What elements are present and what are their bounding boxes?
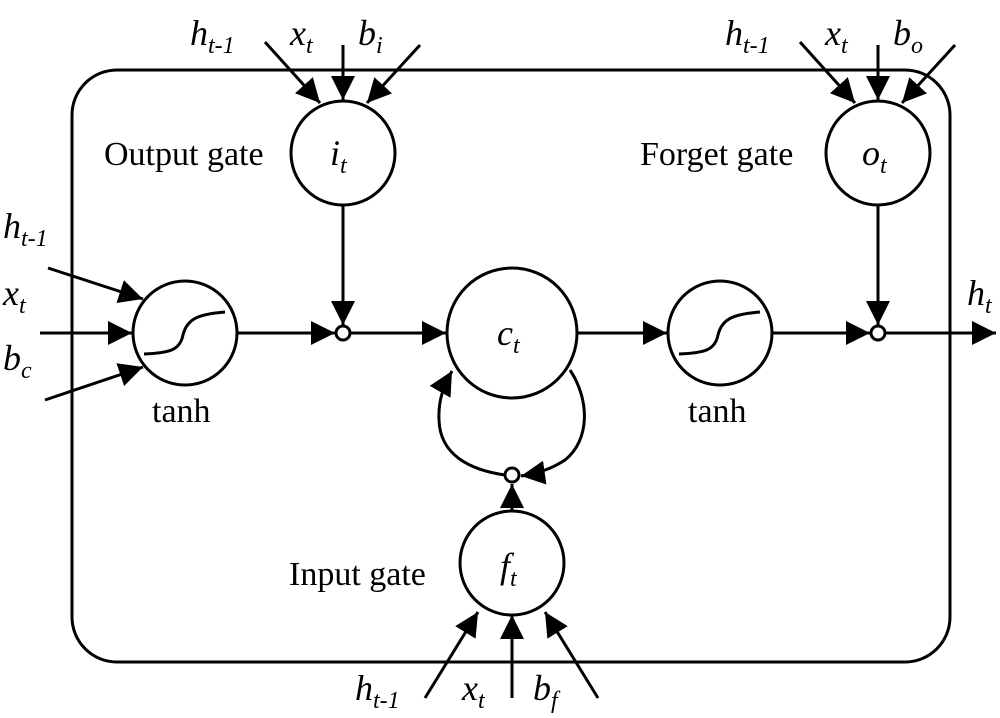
connections bbox=[40, 40, 996, 699]
multiply-node-forget bbox=[503, 466, 521, 484]
cell-state-node bbox=[445, 266, 579, 400]
o-gate-input-b: bo bbox=[893, 13, 923, 59]
forget-gate-label: Forget gate bbox=[640, 136, 793, 173]
f-gate-input-h: ht-1 bbox=[355, 668, 400, 714]
loop-c-to-mul bbox=[520, 369, 586, 485]
arrow-b-to-tanh bbox=[44, 363, 144, 402]
tanh-input-x: xt bbox=[2, 273, 27, 319]
node-label-c: ct bbox=[497, 313, 521, 359]
f-gate-input-b: bf bbox=[533, 668, 561, 714]
output-node-o bbox=[824, 99, 932, 207]
i-gate-input-h: ht-1 bbox=[190, 13, 235, 59]
input-gate-label: Input gate bbox=[289, 556, 426, 593]
sigmoid-curve-icon bbox=[678, 310, 761, 356]
input-node-i bbox=[289, 99, 397, 207]
node-label-o: ot bbox=[862, 133, 888, 179]
arrow-h-to-i bbox=[263, 40, 322, 105]
arrow-h-to-o bbox=[798, 40, 857, 105]
arrow-b-to-o bbox=[900, 43, 957, 105]
tanh-right-label: tanh bbox=[688, 393, 747, 430]
arrow-h-to-f bbox=[423, 611, 480, 699]
loop-mul-to-c bbox=[429, 370, 506, 477]
arrow-b-to-f bbox=[543, 611, 600, 699]
o-gate-input-h: ht-1 bbox=[725, 13, 770, 59]
output-gate-label: Output gate bbox=[104, 136, 264, 173]
multiply-node-input bbox=[334, 324, 352, 342]
i-gate-input-x: xt bbox=[289, 13, 314, 59]
output-h: ht bbox=[967, 273, 993, 319]
i-gate-input-b: bi bbox=[358, 13, 383, 59]
tanh-input-h: ht-1 bbox=[3, 206, 48, 252]
o-gate-input-x: xt bbox=[824, 13, 849, 59]
tanh-left-label: tanh bbox=[152, 393, 211, 430]
multiply-node-output bbox=[869, 324, 887, 342]
arrow-h-to-tanh bbox=[47, 266, 144, 303]
forget-node-f bbox=[458, 509, 566, 617]
f-gate-input-x: xt bbox=[461, 668, 486, 714]
tanh-input-b: bc bbox=[3, 338, 32, 384]
node-label-i: it bbox=[330, 133, 348, 179]
sigmoid-curve-icon bbox=[143, 310, 226, 356]
arrow-b-to-i bbox=[365, 43, 422, 105]
